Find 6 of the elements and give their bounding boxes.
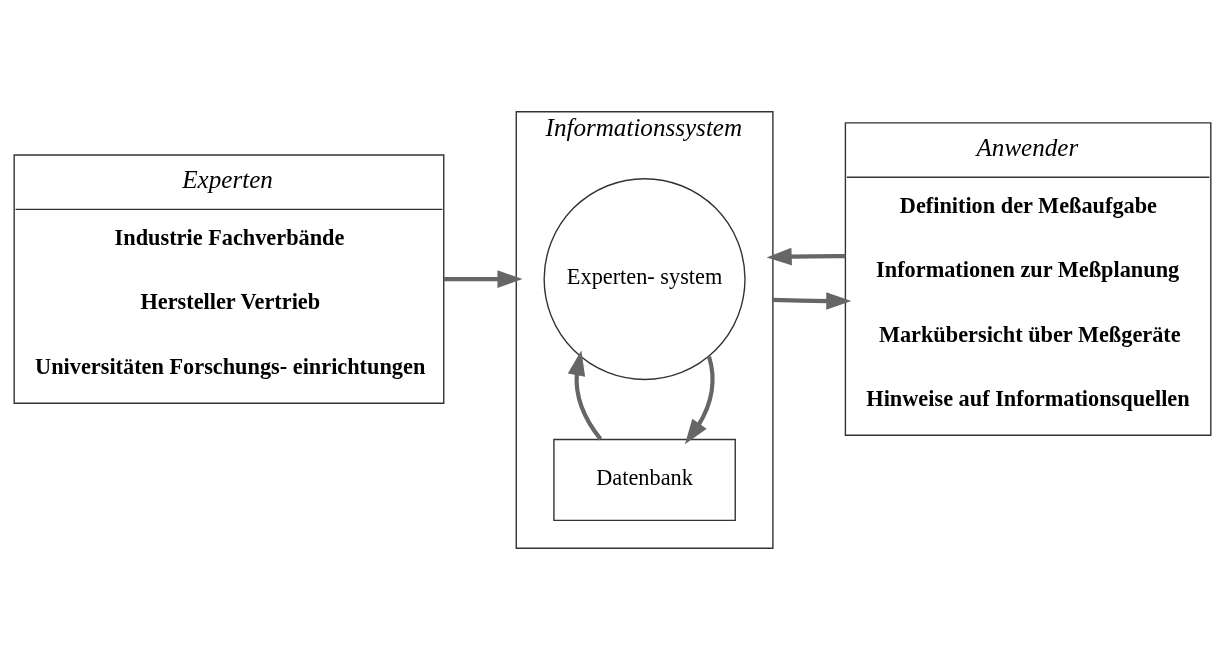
node-box: Datenbank (553, 438, 736, 521)
arrow (567, 349, 603, 440)
arrow (772, 291, 852, 310)
arrow (444, 269, 523, 288)
arrow (766, 247, 846, 265)
arrow (684, 355, 715, 444)
